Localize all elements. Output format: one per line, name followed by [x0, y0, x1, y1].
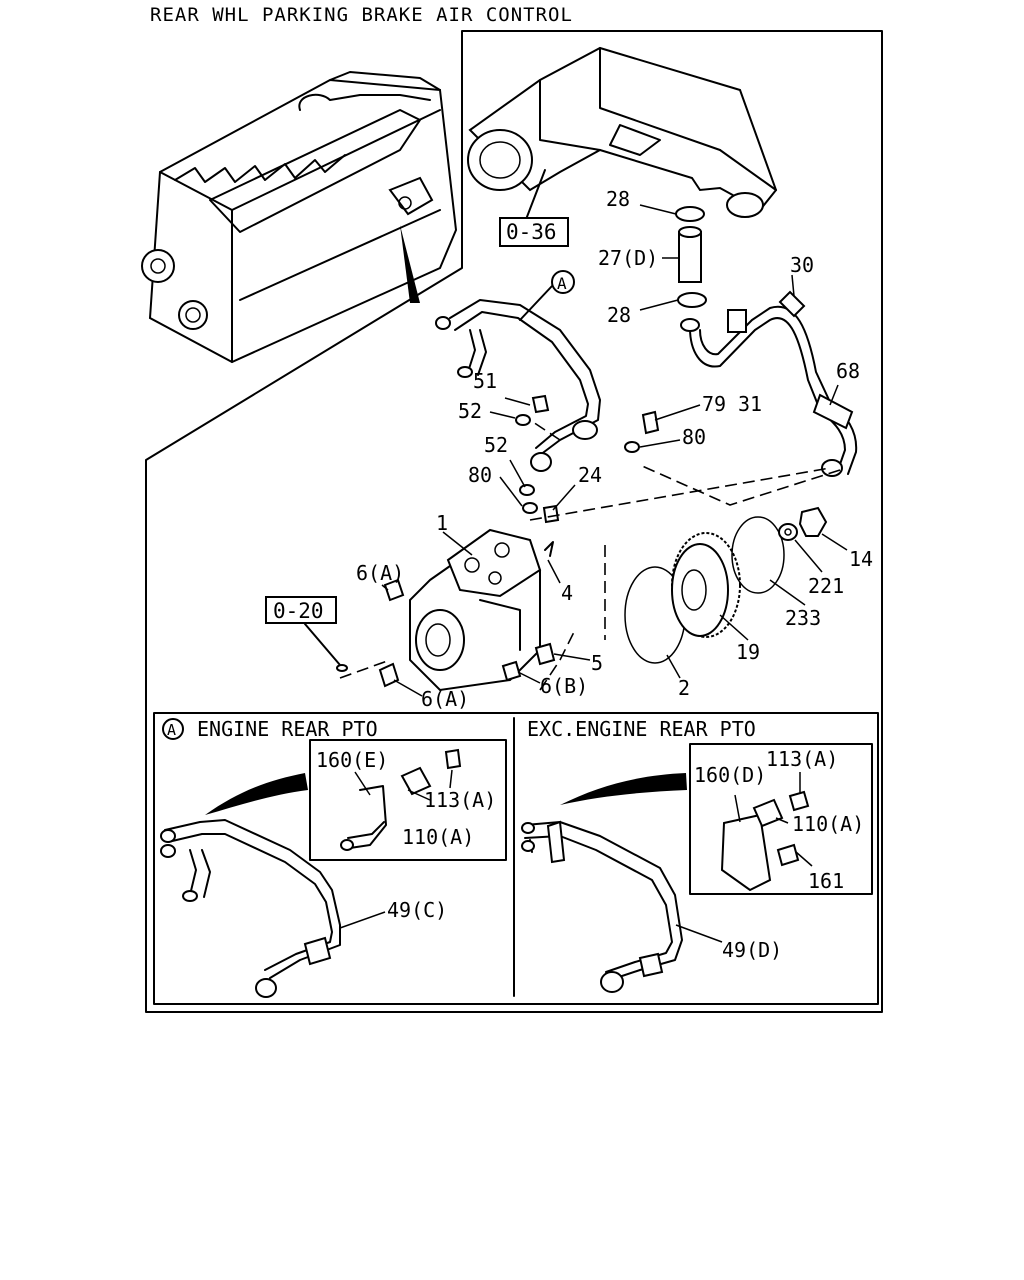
nut-6b	[501, 660, 522, 682]
air-pipe-31	[680, 305, 858, 477]
ref-box-0-36-label: 0-36	[506, 220, 557, 244]
washer-80b	[522, 502, 538, 514]
gear-19	[671, 532, 741, 638]
panel-a-label-49c: 49(C)	[387, 898, 447, 922]
label-6a-lower: 6(A)	[421, 687, 469, 711]
panel-engine-rear-pto: A ENGINE REAR PTO 160(E) 113(A) 110(A) 4…	[160, 717, 507, 998]
label-2: 2	[678, 676, 690, 700]
panel-a-callout-letter: A	[167, 721, 176, 739]
panel-a-heading: ENGINE REAR PTO	[197, 717, 378, 741]
callout-a-letter: A	[557, 274, 567, 293]
label-28-bottom: 28	[607, 303, 631, 327]
label-79: 79	[702, 392, 726, 416]
label-4: 4	[561, 581, 573, 605]
panel-b-detail-box	[689, 743, 873, 895]
label-28-top: 28	[606, 187, 630, 211]
variants-frame	[153, 712, 879, 1005]
bolt-30	[778, 290, 806, 318]
label-19: 19	[736, 640, 760, 664]
panel-a-label-110a: 110(A)	[402, 825, 474, 849]
panel-b-label-113a: 113(A)	[766, 747, 838, 771]
label-51: 51	[473, 369, 497, 393]
leader-callout-a	[519, 285, 553, 321]
leader-036	[524, 169, 546, 223]
washer-52b	[519, 484, 535, 496]
main-frame	[145, 30, 883, 1013]
diagram-title: REAR WHL PARKING BRAKE AIR CONTROL	[150, 4, 573, 26]
label-30: 30	[790, 253, 814, 277]
intake-duct-illustration	[467, 46, 778, 218]
bolt-24	[542, 504, 560, 524]
panel-b-label-161: 161	[808, 869, 844, 893]
washer-221	[778, 523, 798, 541]
air-compressor-pump	[409, 528, 554, 692]
panel-b-heading: EXC.ENGINE REAR PTO	[527, 717, 756, 741]
panel-a-detail-box	[309, 739, 507, 861]
label-68: 68	[836, 359, 860, 383]
pin	[336, 664, 348, 672]
assembly-guide-lines	[339, 419, 841, 691]
label-221: 221	[808, 574, 844, 598]
engine-block-illustration	[141, 71, 458, 364]
label-80-right: 80	[682, 425, 706, 449]
panel-a-label-113a: 113(A)	[424, 788, 496, 812]
leader-lines	[381, 204, 848, 697]
bolt-5	[534, 642, 556, 666]
panel-b-label-49d: 49(D)	[722, 938, 782, 962]
callout-a-circle	[551, 270, 575, 294]
label-52-bottom: 52	[484, 433, 508, 457]
ref-box-0-20-label: 0-20	[273, 599, 324, 623]
label-52-top: 52	[458, 399, 482, 423]
label-27d: 27(D)	[598, 246, 658, 270]
pipe-assembly-a	[435, 299, 601, 472]
panel-b-label-160d: 160(D)	[694, 763, 766, 787]
panel-exc-engine-rear-pto: EXC.ENGINE REAR PTO 160(D) 113(A) 110(A)…	[521, 717, 873, 993]
label-6a-upper: 6(A)	[356, 561, 404, 585]
ref-box-0-36	[499, 217, 569, 247]
oring-233	[731, 516, 785, 594]
label-80-left: 80	[468, 463, 492, 487]
nut-6a-lower	[378, 662, 400, 688]
bolt-79	[641, 410, 660, 435]
leader-020	[304, 623, 341, 666]
washer-80a	[624, 441, 640, 453]
panel-a-label-160e: 160(E)	[316, 748, 388, 772]
washer-52a	[515, 414, 531, 426]
hose-assembly	[675, 206, 707, 308]
panel-b-label-110a: 110(A)	[792, 812, 864, 836]
label-1: 1	[436, 511, 448, 535]
nut-6a-upper	[383, 578, 405, 602]
bolt-51	[531, 394, 550, 414]
label-233: 233	[785, 606, 821, 630]
label-6b: 6(B)	[540, 674, 588, 698]
ref-box-0-20	[265, 596, 337, 624]
label-31: 31	[738, 392, 762, 416]
nut-14	[798, 506, 828, 537]
label-14: 14	[849, 547, 873, 571]
label-5: 5	[591, 651, 603, 675]
label-24: 24	[578, 463, 602, 487]
